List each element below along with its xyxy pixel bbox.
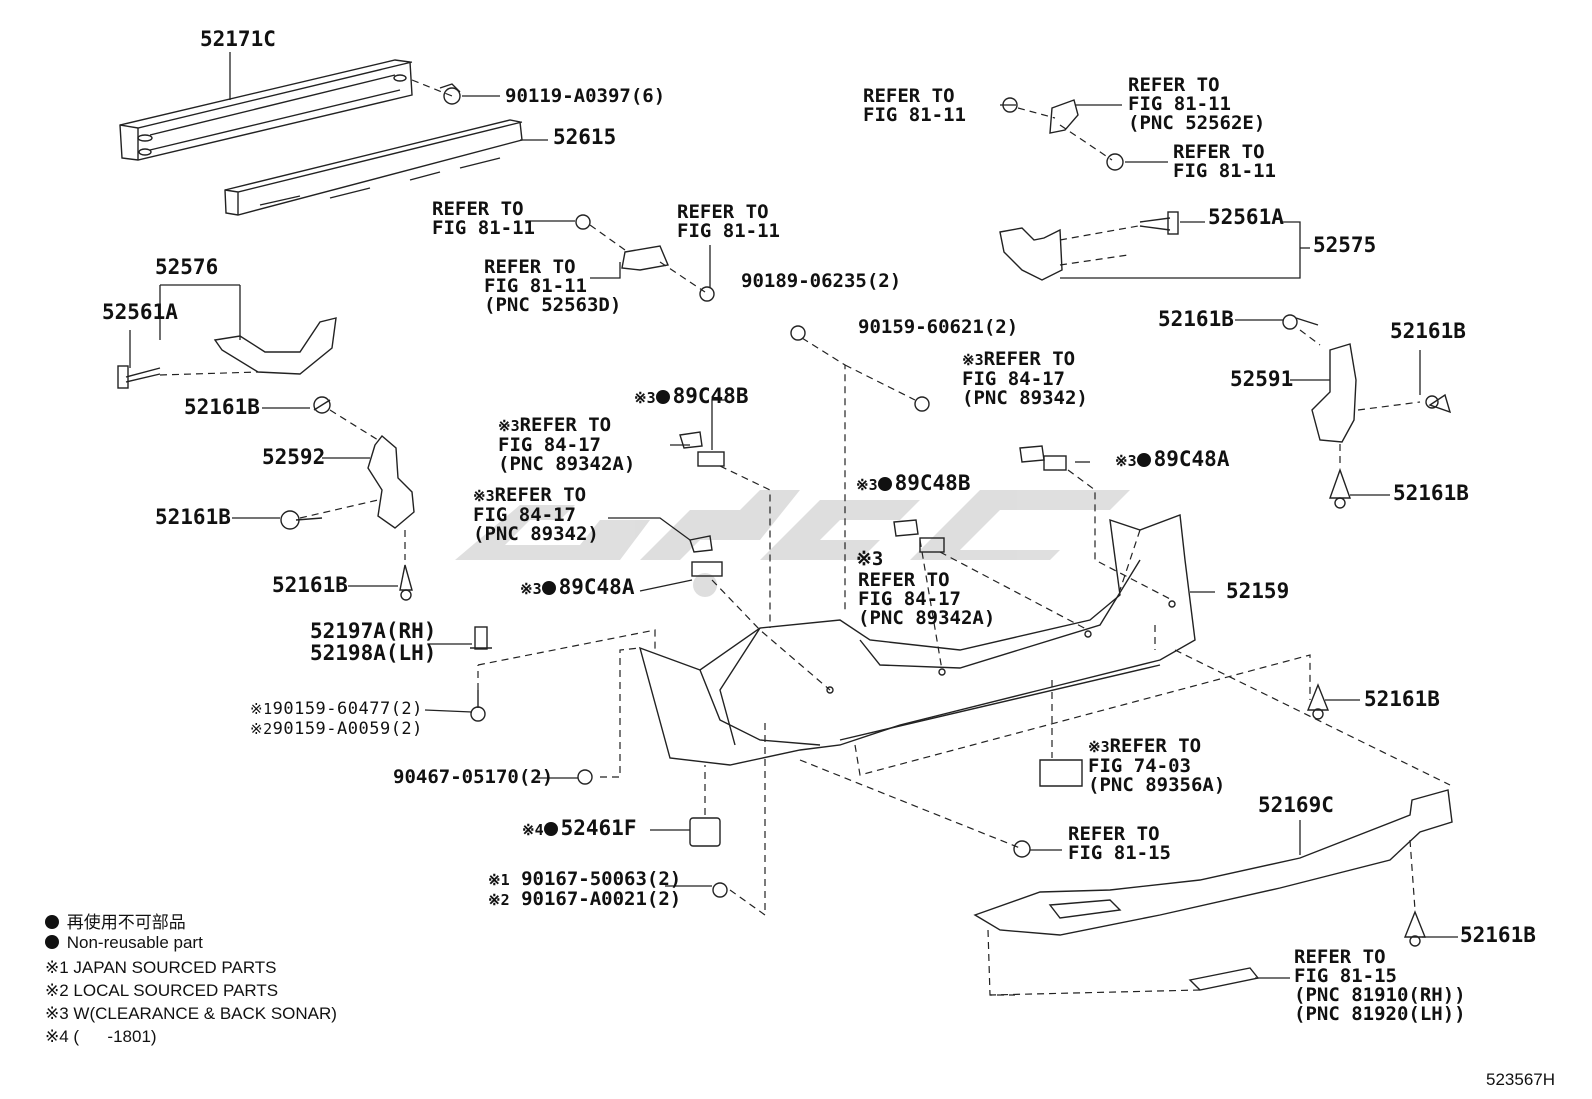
part-label-52198A: 52198A(LH) [310,641,437,665]
refer-to-fig-81-11: REFER TO FIG 81-11 [863,85,966,126]
mark-3: ※3 [856,548,884,570]
part-label-52561A-left: 52561A [102,300,178,324]
part-label-52171C: 52171C [200,27,276,51]
refer-to-fig-84-17-pnc-89342: ※3REFER TO FIG 84-17 (PNC 89342) [962,348,1088,409]
refer-to-fig-84-17-pnc-89342a: ※3REFER TO FIG 84-17 (PNC 89342A) [498,414,636,475]
refer-to-fig-81-11-pnc-52563d: REFER TO FIG 81-11 (PNC 52563D) [484,256,622,316]
leader-lines [129,52,1458,979]
part-label-52169C: 52169C [1258,793,1334,817]
part-label-52161B: 52161B [184,395,260,419]
part-label-90167-50063: ※1 90167-50063(2) [488,868,682,890]
bracket-glyphs [213,99,1357,529]
refer-to-fig-81-15-pnc-81910: REFER TO FIG 81-15 (PNC 81910(RH)) (PNC … [1294,946,1466,1025]
legend-note-3: ※3 W(CLEARANCE & BACK SONAR) [45,1004,337,1023]
part-label-52197A: 52197A(RH) [310,619,437,643]
legend-note-4: ※4 ( -1801) [45,1027,157,1046]
legend-japanese: 再使用不可部品 [45,908,186,933]
part-label-52161B: 52161B [1460,923,1536,947]
part-label-90189-06235: 90189-06235(2) [741,270,902,292]
part-label-52161B: 52161B [1158,307,1234,331]
drawing-number: 523567H [1486,1070,1556,1089]
part-label-52575: 52575 [1313,233,1377,257]
bumper-reinforcement-part [119,59,413,161]
watermark-logo [455,490,1130,597]
refer-to-fig-81-11: REFER TO FIG 81-11 [677,201,780,242]
part-label-90159-60621: 90159-60621(2) [858,316,1019,338]
part-label-52576: 52576 [155,255,219,279]
part-label-52161B: 52161B [155,505,231,529]
part-label-90467-05170: 90467-05170(2) [393,766,554,788]
assembly-dashed-lines [159,79,1451,996]
part-label-52561A-right: 52561A [1208,205,1284,229]
part-label-90159-A0059: ※290159-A0059(2) [250,719,423,739]
refer-to-fig-74-03-pnc-89356a: ※3REFER TO FIG 74-03 (PNC 89356A) [1088,735,1226,796]
bumper-cover-part [638,514,1196,766]
fastener-glyphs [117,83,1452,991]
part-label-52615: 52615 [553,125,617,149]
refer-to-fig-81-11-pnc-52562e: REFER TO FIG 81-11 (PNC 52562E) [1128,74,1266,134]
part-label-52161B: 52161B [272,573,348,597]
legend-note-2: ※2 LOCAL SOURCED PARTS [45,981,279,1000]
part-label-90159-60477: ※190159-60477(2) [250,699,423,719]
refer-to-fig-81-11: REFER TO FIG 81-11 [432,198,535,239]
lower-spoiler-part [973,789,1453,936]
refer-to-fig-81-11: REFER TO FIG 81-11 [1173,141,1276,182]
legend-note-1: ※1 JAPAN SOURCED PARTS [45,958,277,977]
refer-to-fig-84-17-pnc-89342: ※3REFER TO FIG 84-17 (PNC 89342) [473,484,599,545]
part-label-52591: 52591 [1230,367,1294,391]
part-label-52161B: 52161B [1390,319,1466,343]
part-label-90167-A0021: ※2 90167-A0021(2) [488,888,682,910]
refer-to-fig-84-17-pnc-89342a: REFER TO FIG 84-17 (PNC 89342A) [858,569,996,629]
part-label-90119-A0397: 90119-A0397(6) [505,85,666,107]
part-label-52161B: 52161B [1393,481,1469,505]
part-label-52592: 52592 [262,445,326,469]
part-label-52159: 52159 [1226,579,1290,603]
part-label-52161B: 52161B [1364,687,1440,711]
refer-to-fig-81-15: REFER TO FIG 81-15 [1068,823,1171,864]
legend-non-reusable: Non-reusable part [45,933,203,953]
